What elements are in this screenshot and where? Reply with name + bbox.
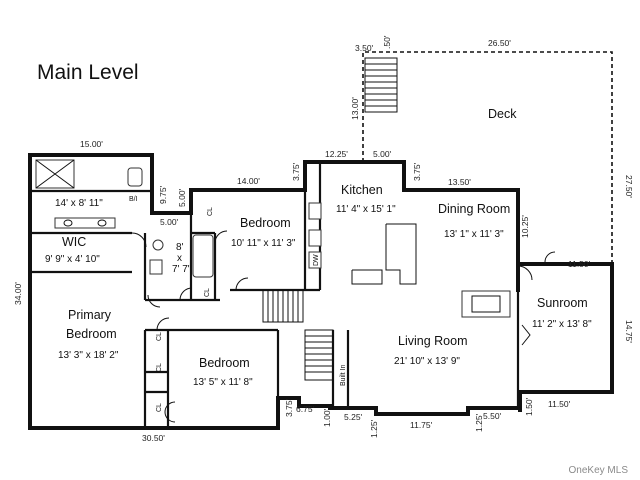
dimension: 10.25'	[520, 215, 530, 238]
sink-icon	[308, 229, 322, 247]
dimension: 6.75'	[296, 404, 315, 414]
closet-label: CL	[207, 207, 214, 216]
closet-label: CL	[156, 332, 163, 341]
plan-title: Main Level	[37, 61, 139, 84]
toilet-icon	[127, 167, 143, 187]
wic-size: 9' 9" x 4' 10"	[45, 254, 100, 265]
closet-label: CL	[156, 363, 163, 372]
dimension: 3.75'	[284, 398, 294, 417]
dining-room-size: 13' 1" x 11' 3"	[444, 229, 504, 240]
dimension: 27.50'	[624, 175, 634, 198]
dishwasher-icon	[308, 251, 322, 269]
dimension: 12.25'	[325, 149, 348, 159]
wic-name: WIC	[62, 235, 86, 249]
dimension: 14.00'	[237, 176, 260, 186]
built-in-label: Built In	[340, 364, 347, 386]
bathtub	[192, 234, 214, 278]
dimension: 3.50'	[355, 43, 374, 53]
sink-icon	[149, 259, 163, 275]
fixtures	[35, 159, 511, 318]
dimension: 9.75'	[158, 185, 168, 204]
dimension: 13.50'	[448, 177, 471, 187]
dimension: 34.00'	[13, 282, 23, 305]
dishwasher-label: DW	[313, 254, 320, 266]
dining-room-name: Dining Room	[438, 202, 510, 216]
dimension: 15.00'	[80, 139, 103, 149]
dimension: 3.75'	[412, 162, 422, 181]
bedroom-a-size: 10' 11" x 11' 3"	[231, 238, 296, 249]
closet-label: CL	[156, 403, 163, 412]
dimension: 26.50'	[488, 38, 511, 48]
dimension: 5.00'	[160, 217, 179, 227]
kitchen-size: 11' 4" x 15' 1"	[336, 204, 396, 215]
sunroom-name: Sunroom	[537, 296, 588, 310]
primary-bedroom-name-line2: Bedroom	[66, 327, 117, 341]
dimension: 5.25'	[344, 412, 363, 422]
bedroom-b-size: 13' 5" x 11' 8"	[193, 377, 253, 388]
hall-bath-width: 8'	[176, 242, 184, 253]
hall-bath-x: x	[177, 253, 182, 264]
closet-label: CL	[204, 288, 211, 297]
dimension: .50'	[382, 35, 392, 49]
kitchen-name: Kitchen	[341, 183, 383, 197]
bedroom-b-name: Bedroom	[199, 356, 250, 370]
bedroom-a-name: Bedroom	[240, 216, 291, 230]
primary-bedroom-size: 13' 3" x 18' 2"	[58, 350, 119, 361]
vanity	[54, 217, 116, 229]
toilet-icon	[152, 239, 164, 251]
dimension: 5.50'	[483, 411, 502, 421]
living-room-name: Living Room	[398, 334, 467, 348]
primary-bath-size: 14' x 8' 11"	[55, 198, 103, 209]
interior-stairs	[262, 289, 334, 381]
sunroom-size: 11' 2" x 13' 8"	[532, 319, 592, 330]
dimension: 11.75'	[410, 420, 433, 430]
exterior-walls	[28, 153, 614, 430]
hall-bath-height: 7' 7"	[172, 264, 192, 275]
doors	[131, 230, 556, 423]
dimension: 1.25'	[474, 413, 484, 432]
dimension: 5.00'	[373, 149, 392, 159]
dimension: 11.50'	[548, 399, 571, 409]
dimension: 1.50'	[524, 397, 534, 416]
stove-icon	[308, 202, 322, 220]
dimension: 1.25'	[369, 419, 379, 438]
dimension: 3.75'	[291, 162, 301, 181]
deck-name: Deck	[488, 107, 517, 121]
dimension: 30.50'	[142, 433, 165, 443]
deck-outline	[362, 51, 613, 262]
fireplace	[461, 290, 511, 318]
dimension: 5.00'	[177, 188, 187, 207]
watermark: OneKey MLS	[568, 465, 628, 476]
dimension: 13.00'	[350, 97, 360, 120]
deck-stairs	[364, 57, 398, 113]
primary-bedroom-name-line1: Primary	[68, 308, 112, 322]
built-in-label: B/I	[129, 196, 138, 203]
living-room-size: 21' 10" x 13' 9"	[394, 356, 460, 367]
dimension: 1.00'	[322, 408, 332, 427]
dimension: 14.75'	[624, 320, 634, 343]
dimension: 11.50'	[568, 259, 591, 269]
